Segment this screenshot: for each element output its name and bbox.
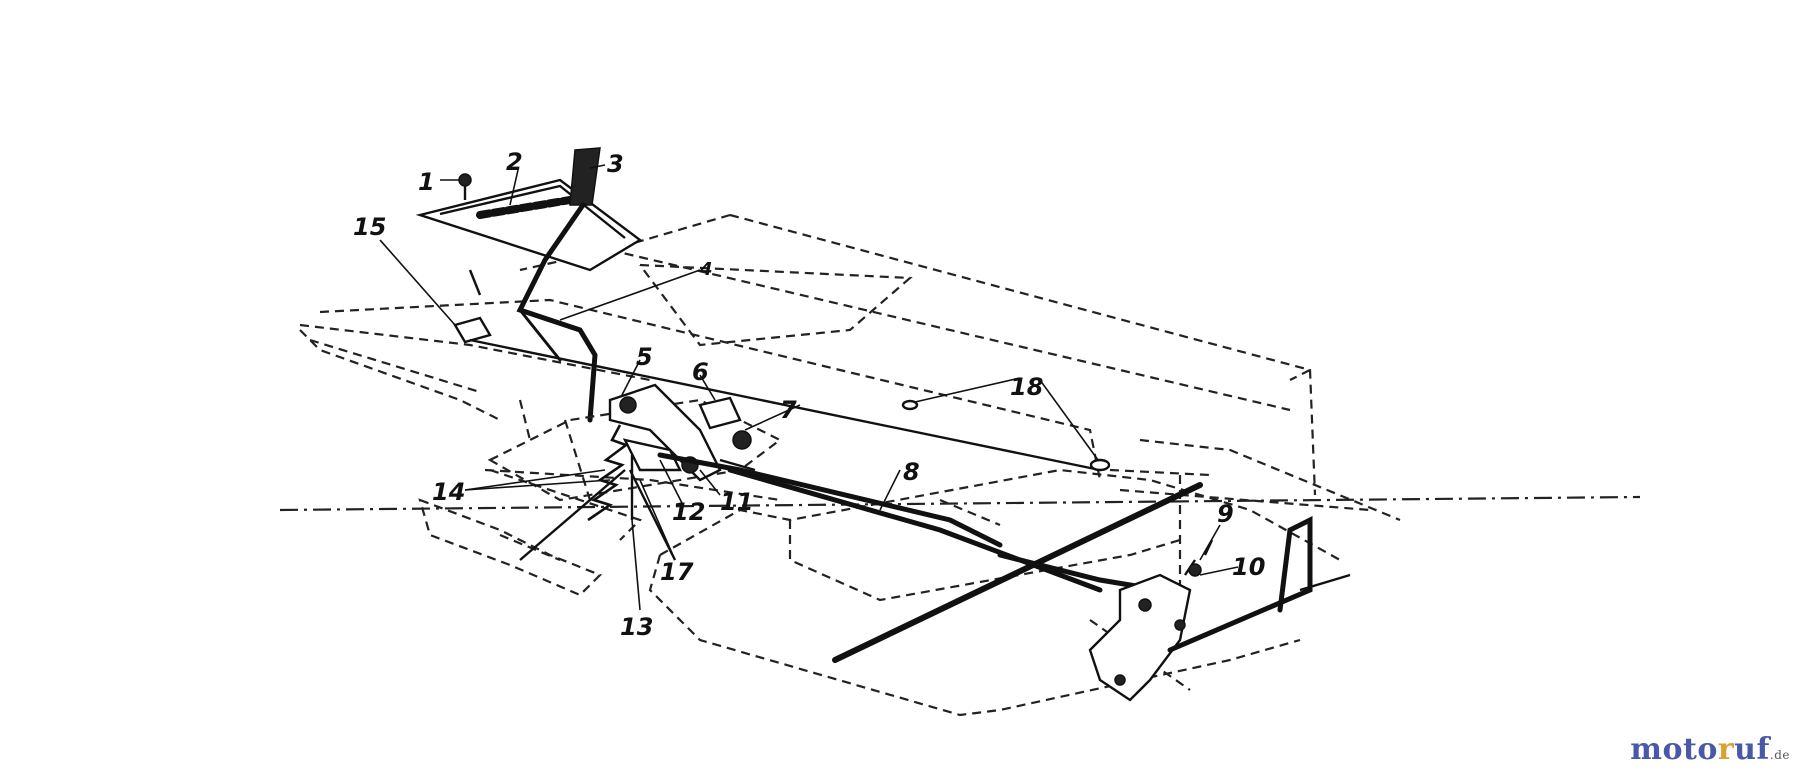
housing-outline — [299, 213, 1401, 610]
callout-3: 3 — [607, 150, 624, 178]
watermark-logo: motoruf.de — [1630, 732, 1790, 767]
callout-1: 1 — [418, 168, 435, 196]
mount-screws — [901, 399, 1111, 472]
leader-lines — [379, 164, 1239, 611]
callout-9: 9 — [1217, 500, 1234, 528]
callout-5: 5 — [636, 343, 653, 371]
center-line — [279, 495, 1641, 512]
callout-2: 2 — [506, 148, 523, 176]
callout-7: 7 — [780, 396, 797, 424]
linkage-assembly — [608, 383, 1003, 548]
callout-15: 15 — [353, 213, 386, 241]
bracket-tab — [453, 269, 1101, 472]
mount-plate — [487, 398, 783, 502]
callout-11: 11 — [720, 488, 753, 516]
rods-13-17 — [519, 455, 677, 561]
callout-8: 8 — [903, 458, 920, 486]
callout-17: 17 — [660, 558, 694, 586]
screw — [458, 173, 472, 200]
watermark-part-3: uf — [1734, 732, 1770, 767]
watermark-part-4: .de — [1769, 748, 1790, 762]
watermark-part-2: r — [1717, 732, 1735, 767]
callout-4: 4 — [699, 259, 713, 280]
callout-labels: 1 2 3 4 5 6 7 8 9 10 11 12 13 14 15 17 1… — [353, 148, 1265, 641]
callout-14: 14 — [432, 478, 465, 506]
shift-plate — [415, 178, 643, 272]
callout-18: 18 — [1010, 373, 1043, 401]
spring — [587, 424, 629, 522]
callout-10: 10 — [1232, 553, 1265, 581]
callout-13: 13 — [620, 613, 653, 641]
callout-6: 6 — [692, 358, 709, 386]
callout-12: 12 — [672, 498, 705, 526]
bellcrank-bracket — [1088, 515, 1351, 702]
watermark-part-1: moto — [1630, 732, 1718, 767]
